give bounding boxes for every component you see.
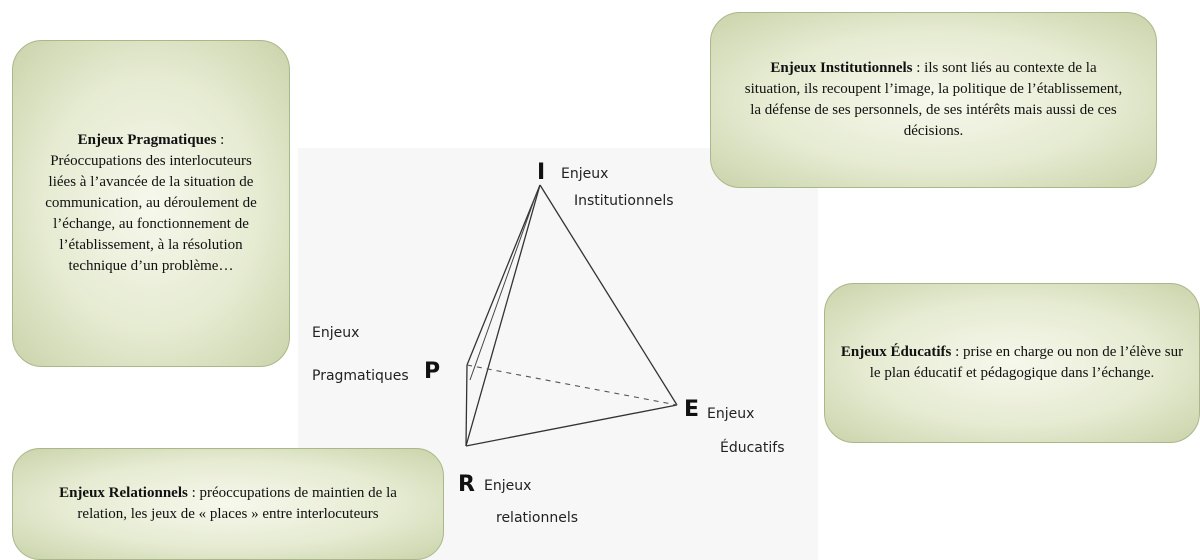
educatifs-title: Enjeux Éducatifs	[840, 344, 952, 360]
vertex-r-label-line2: relationnels	[496, 510, 579, 526]
educatifs-box: Enjeux Éducatifs : prise en charge ou no…	[824, 283, 1200, 443]
institutionnels-text: : ils sont liés au contexte de la situat…	[744, 60, 1123, 139]
pragmatiques-title: Enjeux Pragmatiques	[77, 132, 217, 148]
edge-i-e	[539, 184, 678, 406]
vertex-p-letter: P	[424, 359, 441, 384]
vertex-p-label-line2: Pragmatiques	[312, 368, 409, 384]
vertex-e-label-line1: Enjeux	[707, 406, 755, 422]
vertex-i-label-line1: Enjeux	[561, 166, 609, 182]
vertex-e-letter: E	[684, 397, 700, 422]
educatifs-text: : prise en charge ou non de l’élève sur …	[869, 344, 1184, 381]
institutionnels-box: Enjeux Institutionnels : ils sont liés a…	[710, 12, 1157, 188]
relationnels-title: Enjeux Relationnels	[59, 485, 188, 501]
vertex-p-label-line1: Enjeux	[312, 325, 360, 341]
vertex-i-letter: I	[537, 160, 546, 185]
edge-r-e	[465, 404, 678, 447]
vertex-e-label-line2: Éducatifs	[720, 440, 785, 456]
relationnels-text: : préoccupations de maintien de la relat…	[77, 485, 397, 522]
pragmatiques-separator: :	[216, 132, 225, 148]
edge-i-p-inner	[469, 191, 538, 381]
edge-p-e-hidden	[466, 364, 678, 406]
institutionnels-title: Enjeux Institutionnels	[770, 60, 913, 76]
edge-p-r	[465, 364, 468, 447]
edge-i-p	[466, 184, 541, 366]
vertex-r-label-line1: Enjeux	[484, 478, 532, 494]
vertex-i-label-line2: Institutionnels	[574, 193, 674, 209]
edge-i-r	[465, 184, 541, 447]
vertex-r-letter: R	[458, 472, 475, 497]
relationnels-content: Enjeux Relationnels : préoccupations de …	[43, 483, 413, 525]
pragmatiques-box: Enjeux Pragmatiques : Préoccupations des…	[12, 40, 290, 367]
pragmatiques-text: Préoccupations des interlocuteurs liées …	[45, 153, 257, 274]
pragmatiques-content: Enjeux Pragmatiques : Préoccupations des…	[35, 130, 267, 277]
relationnels-box: Enjeux Relationnels : préoccupations de …	[12, 448, 444, 560]
institutionnels-content: Enjeux Institutionnels : ils sont liés a…	[741, 58, 1126, 142]
educatifs-content: Enjeux Éducatifs : prise en charge ou no…	[839, 342, 1185, 384]
